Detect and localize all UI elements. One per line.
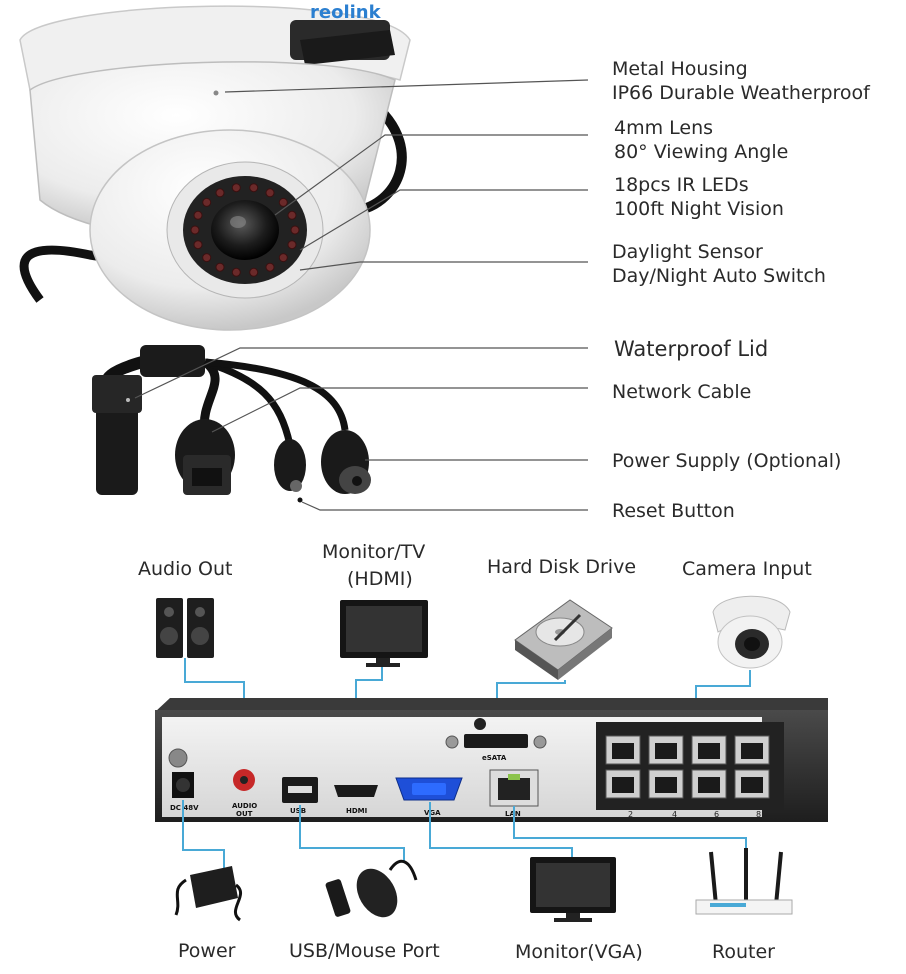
camera-brand-logo: reolink: [310, 2, 382, 23]
ir-led: [202, 197, 212, 207]
camera-input-icon: [712, 595, 791, 669]
poe-port-socket: [612, 743, 634, 759]
ir-led: [215, 188, 225, 198]
port-label-esata: eSATA: [482, 754, 507, 762]
port-number: 1: [628, 726, 633, 735]
ir-led: [193, 240, 203, 250]
poe-port-socket: [698, 777, 720, 793]
port-label-hdmi: HDMI: [346, 807, 367, 815]
callout-lid: Waterproof Lid: [614, 337, 768, 361]
poe-port-socket: [741, 777, 763, 793]
poe-port-socket: [741, 743, 763, 759]
label-monitor-vga: Monitor(VGA): [515, 941, 643, 963]
esata-port: [464, 734, 528, 748]
port-label-usb: USB: [290, 807, 306, 815]
ir-led: [231, 267, 241, 277]
callout-housing-line2: IP66 Durable Weatherproof: [612, 82, 871, 104]
label-power: Power: [178, 940, 236, 962]
hdmi-port: [334, 785, 378, 797]
label-monitor-hdmi-line2: (HDMI): [347, 568, 413, 590]
ir-led: [202, 253, 212, 263]
ir-led: [290, 225, 300, 235]
label-camera-input: Camera Input: [682, 558, 812, 580]
network-connector: [175, 419, 235, 495]
ir-led: [190, 225, 200, 235]
port-number: 6: [714, 810, 719, 819]
ir-led: [193, 210, 203, 220]
monitor-hdmi-icon: [340, 600, 428, 667]
port-number: 5: [714, 726, 719, 735]
ir-led: [278, 253, 288, 263]
poe-port-socket: [655, 777, 677, 793]
poe-port-grid: [605, 735, 770, 799]
callout-network: Network Cable: [612, 381, 751, 403]
nvr-ports: DC 48V AUDIO OUT USB HDMI VGA eSATA LAN: [168, 718, 770, 818]
label-monitor-hdmi-line1: Monitor/TV: [322, 541, 425, 563]
bottom-connection-lines: [182, 800, 747, 868]
callout-leaders: [134, 79, 589, 511]
ir-led: [287, 210, 297, 220]
usb-mouse-icon: [325, 859, 418, 918]
port-label-audio-line2: OUT: [236, 810, 253, 818]
ir-led: [287, 240, 297, 250]
port-number: 4: [672, 810, 677, 819]
ir-led: [278, 197, 288, 207]
ir-led: [265, 262, 275, 272]
label-usb-mouse: USB/Mouse Port: [289, 940, 440, 962]
label-router: Router: [712, 941, 775, 963]
port-label-audio-line1: AUDIO: [232, 802, 257, 810]
camera-cables: [92, 345, 371, 503]
port-label-vga: VGA: [424, 809, 441, 817]
poe-port-socket: [698, 743, 720, 759]
callout-housing-line1: Metal Housing: [612, 58, 748, 80]
port-number: 8: [756, 810, 761, 819]
ir-led: [231, 183, 241, 193]
label-hard-disk: Hard Disk Drive: [487, 556, 636, 578]
poe-port-socket: [612, 777, 634, 793]
port-label-dc: DC 48V: [170, 804, 199, 812]
callout-labels: Metal Housing IP66 Durable Weatherproof …: [612, 58, 871, 522]
callout-sensor-line2: Day/Night Auto Switch: [612, 265, 826, 287]
router-icon: [695, 848, 793, 915]
lens: [211, 200, 279, 260]
port-number: 2: [628, 810, 633, 819]
callout-lens-line2: 80° Viewing Angle: [614, 141, 788, 163]
poe-port-socket: [655, 743, 677, 759]
ir-led: [249, 267, 259, 277]
power-connector: [321, 430, 371, 494]
callout-lens-line1: 4mm Lens: [614, 117, 713, 139]
ir-led: [215, 262, 225, 272]
poe-port: [734, 735, 770, 765]
callout-ir-line1: 18pcs IR LEDs: [614, 174, 749, 196]
port-label-lan: LAN: [505, 810, 521, 818]
speakers-icon: [156, 598, 214, 658]
port-numbers: 1 3 5 7 2 4 6 8: [628, 726, 761, 819]
monitor-vga-icon: [530, 857, 616, 922]
callout-reset: Reset Button: [612, 500, 735, 522]
ir-led: [265, 188, 275, 198]
waterproof-lid: [92, 375, 142, 495]
port-number: 3: [672, 726, 677, 735]
reset-button: [274, 439, 306, 503]
ir-led-ring: [190, 183, 300, 277]
port-number: 7: [756, 726, 761, 735]
ir-led: [249, 183, 259, 193]
callout-sensor-line1: Daylight Sensor: [612, 241, 763, 263]
callout-ir-line2: 100ft Night Vision: [614, 198, 784, 220]
label-audio-out: Audio Out: [138, 558, 233, 580]
callout-power: Power Supply (Optional): [612, 450, 841, 472]
hard-drive-icon: [514, 599, 613, 680]
power-adapter-icon: [174, 866, 243, 922]
dome-camera: reolink: [19, 2, 411, 331]
